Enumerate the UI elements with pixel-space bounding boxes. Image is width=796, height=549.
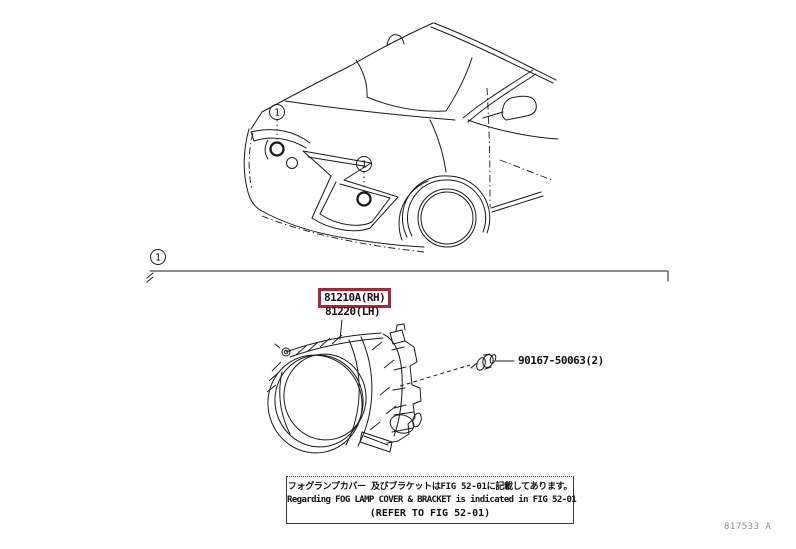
bolt-leader-dashed: [399, 364, 471, 387]
fog-lamp-position-markers: [269, 141, 372, 207]
section-bracket: 1: [146, 249, 669, 283]
note-line-refer: (REFER TO FIG 52-01): [369, 508, 491, 519]
note-line-english: Regarding FOG LAMP COVER & BRACKET is in…: [287, 495, 577, 505]
part-number-bolt[interactable]: 90167-50063(2): [518, 354, 604, 367]
bolt-icon: [470, 353, 515, 371]
part-number-fog-lamp-lh[interactable]: 81220(LH): [325, 305, 381, 318]
figure-code: 817533 A: [724, 522, 772, 532]
note-line-japanese: フォグランプカバー 及びブラケットはFIG 52-01に記載してあります。: [287, 482, 573, 492]
sensor-circle: [286, 157, 298, 169]
callout-number: 1: [361, 160, 367, 171]
side-mirror: [501, 95, 537, 121]
fog-lamp-illustration: [266, 319, 471, 454]
headlight: [250, 129, 311, 144]
hatching: [266, 334, 397, 431]
antenna-fin: [386, 34, 405, 46]
car-illustration: 1 1: [243, 22, 559, 253]
front-wheel: [398, 175, 491, 248]
callout-1-front-right[interactable]: 1: [356, 156, 372, 193]
reference-note-box: フォグランプカバー 及びブラケットはFIG 52-01に記載してあります。 Re…: [286, 476, 577, 524]
callout-number: 1: [155, 253, 161, 264]
spindle-grille: [302, 150, 399, 232]
fog-lamp-bracket: [359, 323, 422, 453]
callout-number: 1: [274, 108, 280, 119]
part-number-fog-lamp-rh[interactable]: 81210A(RH): [318, 288, 392, 308]
part-number-rh-text: 81210A(RH): [324, 291, 386, 304]
callout-1-front-left[interactable]: 1: [269, 104, 285, 143]
part-label-leader: [339, 319, 343, 340]
